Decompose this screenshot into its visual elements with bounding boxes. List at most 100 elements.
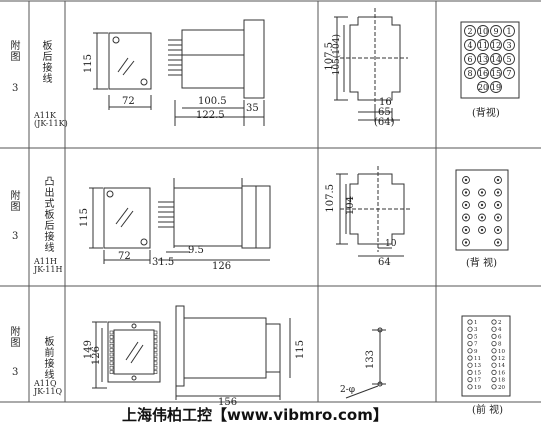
terminal-circle bbox=[494, 226, 502, 234]
row3-view-label: (前 视) bbox=[472, 405, 503, 416]
terminal-number: 20 bbox=[498, 385, 505, 391]
terminal-number: 7 bbox=[506, 69, 511, 78]
terminal-number: 8 bbox=[467, 69, 472, 78]
front-terminal-square bbox=[153, 335, 158, 339]
terminal-circle bbox=[467, 376, 473, 383]
row1-dim-depth-c: 35 bbox=[246, 103, 259, 114]
terminal-circle bbox=[491, 362, 497, 368]
terminal-number: 11 bbox=[478, 41, 488, 50]
terminal-number: 1 bbox=[506, 27, 511, 36]
row3-side-view bbox=[175, 305, 291, 400]
terminal-circle bbox=[467, 384, 473, 390]
terminal-number: 14 bbox=[491, 55, 501, 64]
row3-front-view bbox=[92, 321, 161, 389]
terminal-circle bbox=[467, 369, 473, 375]
terminal-circle bbox=[494, 201, 502, 209]
row1-dim-depth-b: 122.5 bbox=[196, 110, 225, 121]
row3-dim-h3: 115 bbox=[295, 340, 306, 360]
row1-dim-depth-a: 100.5 bbox=[198, 96, 227, 107]
terminal-number: 8 bbox=[498, 342, 502, 348]
front-terminal-square bbox=[153, 365, 158, 370]
terminal-circle bbox=[491, 376, 497, 383]
front-terminal-square bbox=[109, 370, 114, 374]
terminal-circle bbox=[477, 81, 489, 93]
terminal-circle bbox=[467, 355, 473, 361]
terminal-circle bbox=[491, 384, 497, 390]
terminal-circle bbox=[478, 201, 486, 209]
row2-dim-side-h1: 107.5 bbox=[325, 184, 336, 213]
terminal-dot bbox=[464, 178, 468, 182]
terminal-circle bbox=[464, 67, 476, 79]
terminal-number: 16 bbox=[498, 370, 505, 376]
terminal-circle bbox=[462, 226, 470, 234]
terminal-dot bbox=[464, 241, 468, 244]
front-terminal-square bbox=[109, 339, 114, 344]
terminal-number: 20 bbox=[478, 83, 488, 92]
front-terminal-square bbox=[109, 335, 114, 339]
terminal-circle bbox=[494, 176, 502, 184]
terminal-number: 19 bbox=[474, 385, 481, 391]
terminal-dot bbox=[480, 191, 484, 194]
terminal-circle bbox=[464, 25, 476, 37]
row3-dim-h2: 126 bbox=[91, 346, 102, 366]
terminal-number: 10 bbox=[498, 349, 505, 355]
terminal-circle bbox=[467, 340, 473, 347]
front-terminal-square bbox=[153, 343, 158, 348]
row3-fig-num: 3 bbox=[12, 367, 19, 378]
terminal-circle bbox=[503, 39, 515, 51]
terminal-circle bbox=[464, 39, 476, 51]
terminal-circle bbox=[490, 25, 502, 37]
terminal-circle bbox=[491, 355, 497, 361]
row1-model: A11K (JK-11K) bbox=[34, 111, 68, 129]
row1-mount-type: 板后接线 bbox=[40, 40, 51, 84]
terminal-number: 4 bbox=[498, 327, 502, 333]
terminal-number: 14 bbox=[498, 363, 505, 369]
row3-dim-cut-h: 133 bbox=[365, 350, 376, 370]
row3-dim-hole: 2-φ bbox=[340, 385, 356, 395]
row2-dim-depth-a: 31.5 bbox=[152, 257, 175, 268]
terminal-circle bbox=[467, 319, 473, 325]
terminal-number: 12 bbox=[498, 356, 505, 362]
front-terminal-square bbox=[109, 352, 114, 357]
terminal-circle bbox=[494, 188, 502, 197]
terminal-circle bbox=[477, 25, 489, 37]
row3-cutout-view bbox=[345, 327, 386, 399]
terminal-number: 6 bbox=[498, 334, 502, 340]
terminal-circle bbox=[491, 348, 497, 354]
terminal-circle bbox=[490, 81, 502, 93]
terminal-circle bbox=[491, 319, 497, 325]
row2-front-view bbox=[89, 187, 151, 264]
terminal-number: 15 bbox=[491, 69, 501, 78]
row1-fig-num: 3 bbox=[12, 83, 19, 94]
terminal-circle bbox=[478, 226, 486, 234]
terminal-dot bbox=[496, 216, 500, 219]
terminal-dot bbox=[480, 203, 484, 207]
terminal-number: 17 bbox=[474, 378, 481, 384]
terminal-number: 11 bbox=[474, 356, 481, 362]
row2-fig-label: 附图 bbox=[8, 190, 19, 212]
terminal-circle bbox=[494, 213, 502, 222]
front-terminal-square bbox=[109, 357, 114, 361]
terminal-number: 3 bbox=[474, 327, 478, 333]
front-terminal-square bbox=[109, 330, 114, 335]
row1-fig-label: 附图 bbox=[8, 40, 19, 62]
terminal-circle bbox=[462, 213, 470, 222]
terminal-circle bbox=[478, 213, 486, 222]
row2-terminal-view bbox=[455, 169, 509, 251]
terminal-circle bbox=[503, 67, 515, 79]
row2-cutout-view bbox=[336, 166, 410, 257]
terminal-number: 5 bbox=[506, 55, 511, 64]
terminal-circle bbox=[491, 326, 497, 332]
terminal-circle bbox=[503, 25, 515, 37]
row3-model: A11Q JK-11Q bbox=[34, 379, 63, 397]
row2-dim-side-h2: 104 bbox=[345, 196, 356, 216]
row1-terminal-view bbox=[460, 21, 520, 99]
row2-model: A11H JK-11H bbox=[34, 257, 63, 275]
terminal-dot bbox=[496, 203, 500, 207]
row1-side-view bbox=[168, 19, 265, 126]
front-terminal-square bbox=[153, 330, 158, 335]
terminal-number: 7 bbox=[474, 342, 478, 348]
terminal-circle bbox=[462, 188, 470, 197]
